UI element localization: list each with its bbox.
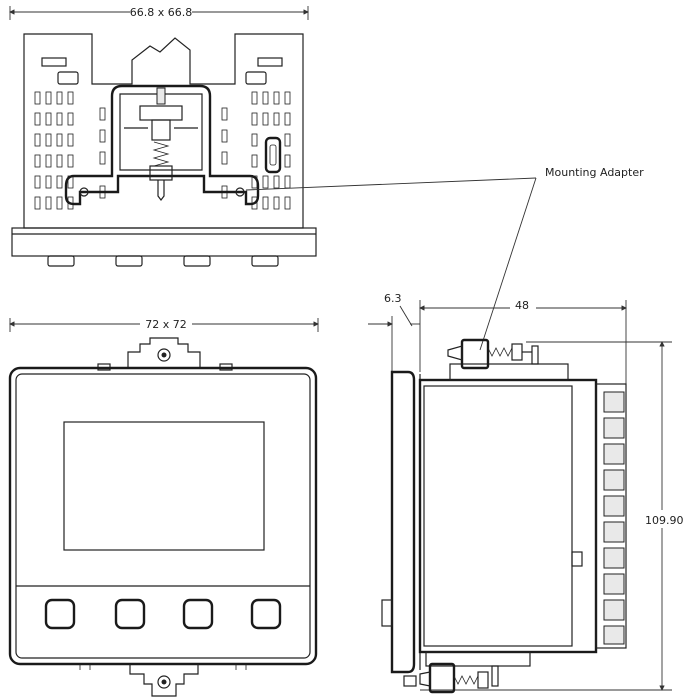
callout-leader-top: [245, 177, 537, 191]
side-bottom-adapter: [403, 651, 531, 694]
callout: Mounting Adapter: [245, 166, 644, 351]
side-depth-label: 48: [515, 299, 529, 312]
side-view: 6.3 48 109.90: [368, 292, 690, 694]
front-display: [63, 421, 265, 551]
top-view-mounting-adapter: [64, 84, 260, 206]
front-bezel: [8, 366, 318, 666]
front-bottom-clip: [129, 664, 199, 697]
side-housing: [418, 378, 598, 654]
top-width-label: 66.8 x 66.8: [130, 6, 193, 19]
top-view-vents-right: [221, 91, 291, 210]
top-view-housing: [23, 33, 304, 229]
top-view-base-plate: [11, 227, 317, 257]
front-key-1: [44, 598, 76, 630]
side-top-adapter: [447, 338, 569, 381]
front-top-clip: [127, 337, 201, 368]
front-key-2: [114, 598, 146, 630]
front-key-4: [250, 598, 282, 630]
side-height-label: 109.90: [645, 514, 684, 527]
side-terminal-block: [595, 383, 627, 649]
usb-port: [264, 136, 282, 174]
callout-label: Mounting Adapter: [545, 166, 644, 179]
side-bezel: [390, 370, 416, 674]
front-width-label: 72 x 72: [145, 318, 187, 331]
top-view: 66.8 x 66.8: [9, 4, 317, 267]
side-offset-label: 6.3: [384, 292, 402, 305]
front-view: 72 x 72: [8, 316, 319, 697]
front-key-3: [182, 598, 214, 630]
callout-leader-side: [479, 177, 537, 351]
